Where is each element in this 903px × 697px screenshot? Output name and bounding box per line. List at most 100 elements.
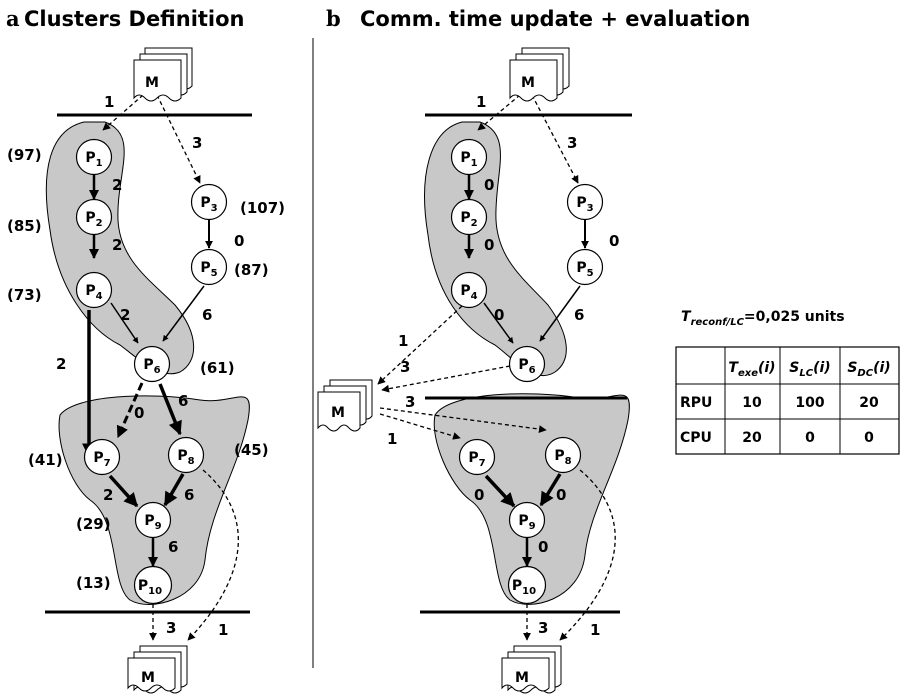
svg-text:P7: P7 bbox=[468, 450, 485, 469]
memory-icon-top: M bbox=[133, 47, 193, 102]
cluster-1 bbox=[424, 121, 567, 377]
edge-p8-p9 bbox=[539, 473, 562, 507]
node-p9: P9 bbox=[134, 501, 172, 539]
edge-label: 0 bbox=[494, 306, 504, 324]
edge-label: 3 bbox=[400, 358, 410, 376]
reconf-time: Treconf/LC=0,025 units bbox=[681, 309, 845, 328]
svg-text:P10: P10 bbox=[512, 578, 536, 597]
table-cell: 10 bbox=[742, 395, 762, 411]
edge-label: 0 bbox=[484, 176, 494, 194]
svg-text:P5: P5 bbox=[576, 260, 593, 279]
node-weight: (61) bbox=[200, 359, 235, 377]
edge-p5-p6 bbox=[539, 285, 581, 342]
node-p10: P10 bbox=[507, 565, 547, 605]
table-cell: 100 bbox=[795, 395, 824, 411]
memory-label: M bbox=[521, 75, 535, 91]
memory-icon-middle: M bbox=[317, 379, 373, 432]
edge-label: 1 bbox=[590, 621, 600, 639]
edge-label: 6 bbox=[168, 538, 178, 556]
edge-label: 1 bbox=[476, 93, 486, 111]
node-p2: P2 bbox=[450, 198, 488, 236]
edge-p4-p6 bbox=[110, 302, 139, 344]
table-row-label: CPU bbox=[680, 430, 712, 446]
svg-text:P3: P3 bbox=[200, 195, 217, 214]
edge-p4-p6 bbox=[483, 302, 514, 344]
edge-label: 6 bbox=[202, 306, 212, 324]
node-p1: P1 bbox=[75, 138, 113, 176]
node-weight: (107) bbox=[240, 199, 285, 217]
edge-label: 6 bbox=[178, 392, 188, 410]
node-p6: P6 bbox=[133, 345, 171, 383]
edge-label: 2 bbox=[103, 486, 113, 504]
node-p9: P9 bbox=[508, 501, 546, 539]
edge-label: 1 bbox=[387, 430, 397, 448]
node-p2: P2 bbox=[75, 198, 113, 236]
svg-text:P6: P6 bbox=[143, 357, 160, 376]
node-p8: P8 bbox=[167, 436, 205, 474]
memory-label: M bbox=[145, 75, 159, 91]
node-p6: P6 bbox=[508, 345, 546, 383]
memory-label: M bbox=[515, 670, 529, 686]
edge-label: 2 bbox=[120, 306, 130, 324]
edge-p4-m bbox=[377, 305, 463, 385]
svg-text:P8: P8 bbox=[554, 448, 571, 467]
edge-p8-p9 bbox=[163, 473, 185, 507]
edge-label: 3 bbox=[538, 619, 548, 637]
node-weight: (45) bbox=[234, 441, 269, 459]
edge-label: 2 bbox=[112, 236, 122, 254]
table-cell: 0 bbox=[864, 430, 874, 446]
edge-label: 3 bbox=[166, 619, 176, 637]
edge-label: 2 bbox=[112, 176, 122, 194]
node-p10: P10 bbox=[133, 565, 173, 605]
edge-p8-m bbox=[187, 469, 239, 641]
edge-label: 0 bbox=[474, 486, 484, 504]
edge-p6-p7 bbox=[116, 382, 144, 439]
svg-text:P1: P1 bbox=[460, 150, 477, 169]
panel-a-letter: a bbox=[6, 6, 20, 31]
edge-label: 3 bbox=[405, 393, 415, 411]
node-p7: P7 bbox=[83, 438, 121, 476]
svg-text:P2: P2 bbox=[460, 210, 477, 229]
edge-m-p1 bbox=[477, 94, 521, 131]
table-header-slc: SLC(i) bbox=[789, 360, 830, 379]
memory-label: M bbox=[141, 670, 155, 686]
table-cell: 20 bbox=[859, 395, 879, 411]
table-cell: 20 bbox=[742, 430, 762, 446]
panel-a: P1 P2 P3 P4 P5 P6 P7 P8 P9 P10 M bbox=[7, 47, 285, 694]
memory-label: M bbox=[331, 405, 345, 421]
edge-label: 2 bbox=[56, 355, 66, 373]
node-weight: (29) bbox=[76, 515, 111, 533]
edge-p6-p8 bbox=[158, 383, 182, 436]
node-weight: (97) bbox=[7, 146, 42, 164]
panel-b-letter: b bbox=[326, 6, 341, 31]
edge-label: 0 bbox=[556, 486, 566, 504]
edge-m-p1 bbox=[102, 94, 144, 131]
edge-p8-m bbox=[559, 469, 616, 641]
svg-text:P4: P4 bbox=[85, 283, 102, 302]
node-weight: (13) bbox=[76, 574, 111, 592]
edge-p7-p9 bbox=[484, 474, 516, 508]
edge-label: 0 bbox=[484, 236, 494, 254]
memory-icon-bottom: M bbox=[127, 645, 188, 694]
node-weight: (87) bbox=[234, 261, 269, 279]
svg-text:P9: P9 bbox=[518, 513, 535, 532]
edge-label: 1 bbox=[218, 621, 228, 639]
svg-text:P2: P2 bbox=[85, 210, 102, 229]
edge-label: 6 bbox=[184, 486, 194, 504]
svg-text:P8: P8 bbox=[177, 448, 194, 467]
svg-text:P3: P3 bbox=[576, 195, 593, 214]
edge-m-p3 bbox=[156, 94, 201, 184]
node-p8: P8 bbox=[544, 436, 582, 474]
edge-label: 0 bbox=[134, 404, 144, 422]
table-cell: 0 bbox=[805, 430, 815, 446]
edge-label: 0 bbox=[609, 232, 619, 250]
edge-label: 3 bbox=[192, 134, 202, 152]
cost-table: Texe(i) SLC(i) SDC(i) RPU 10 100 20 CPU … bbox=[675, 346, 900, 455]
node-p3: P3 bbox=[566, 183, 604, 221]
node-p4: P4 bbox=[450, 271, 488, 309]
table-row-label: RPU bbox=[680, 395, 712, 411]
node-p5: P5 bbox=[566, 248, 604, 286]
edge-label: 6 bbox=[574, 306, 584, 324]
table-header-sdc: SDC(i) bbox=[847, 360, 890, 379]
